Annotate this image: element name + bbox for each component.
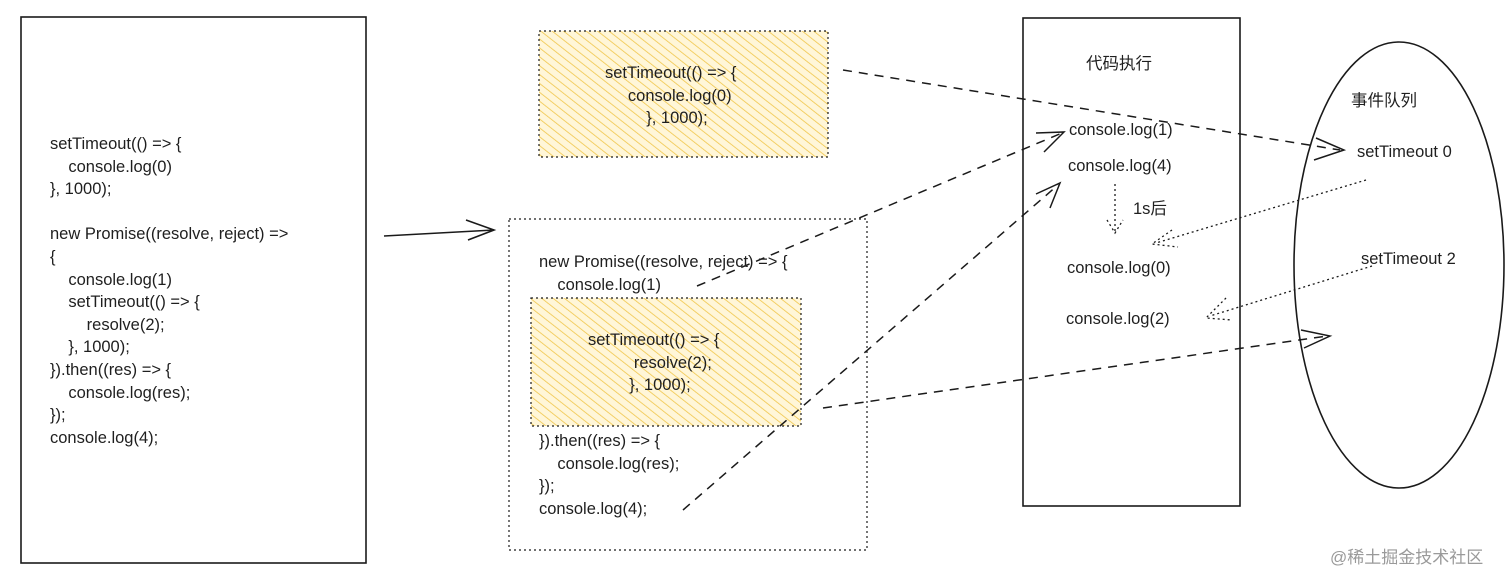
exec-item-log0: console.log(0)	[1067, 259, 1171, 277]
macro-task-2-line: setTimeout(() => {	[588, 331, 720, 349]
promise-code-line: console.log(1)	[539, 275, 661, 294]
source-code-line: new Promise((resolve, reject) =>	[50, 225, 289, 244]
macro-task-0-box	[538, 30, 829, 158]
arrow-log1-to-exec	[696, 131, 1066, 287]
source-code-line	[50, 201, 288, 224]
source-code-line: console.log(res);	[50, 383, 191, 402]
event-queue-title: 事件队列	[1351, 92, 1417, 110]
exec-item-log4: console.log(4)	[1068, 157, 1172, 175]
queue-item-timeout0: setTimeout 0	[1357, 143, 1452, 161]
decompose-arrow	[383, 219, 497, 241]
macro-task-2-line: resolve(2);	[588, 353, 712, 372]
arrow-macro2-to-queue	[822, 329, 1333, 409]
arrow-macro0-to-queue	[842, 69, 1347, 161]
source-code-line: setTimeout(() => {	[50, 135, 182, 153]
watermark: @稀土掘金技术社区	[1330, 548, 1484, 567]
macro-task-0-line: setTimeout(() => {	[605, 64, 737, 82]
promise-code-line: console.log(4);	[539, 499, 648, 518]
source-code-line: {	[50, 247, 56, 266]
promise-code-line: }).then((res) => {	[539, 432, 661, 450]
source-code-line: console.log(4);	[50, 428, 159, 447]
source-code-line: }).then((res) => {	[50, 360, 172, 379]
exec-item-log1: console.log(1)	[1069, 121, 1173, 139]
arrow-log4-to-exec	[682, 181, 1062, 511]
source-code-line: setTimeout(() => {	[50, 293, 200, 312]
execution-column-box	[1022, 17, 1241, 507]
exec-item-log2: console.log(2)	[1066, 310, 1170, 328]
promise-block-head: new Promise((resolve, reject) => { conso…	[539, 251, 788, 296]
source-code-box	[20, 16, 367, 564]
macro-task-0-code: setTimeout(() => { console.log(0) }, 100…	[605, 62, 736, 130]
source-code-line: }, 1000);	[50, 180, 112, 199]
promise-code-line: new Promise((resolve, reject) => {	[539, 253, 788, 271]
macro-task-2-code: setTimeout(() => { resolve(2); }, 1000);	[588, 329, 719, 397]
macro-task-2-box	[530, 297, 802, 427]
arrow-queue2-to-log2	[1204, 265, 1373, 321]
macro-task-0-line: }, 1000);	[605, 109, 708, 128]
arrow-queue0-to-log0	[1150, 179, 1367, 248]
promise-code-line: console.log(res);	[539, 454, 680, 473]
source-code-line: }, 1000);	[50, 338, 130, 357]
promise-code-line: });	[539, 477, 555, 496]
source-code: setTimeout(() => { console.log(0) }, 1000…	[50, 133, 288, 449]
source-code-line: console.log(0)	[50, 157, 172, 176]
source-code-line: });	[50, 406, 66, 425]
source-code-line: resolve(2);	[50, 315, 165, 334]
event-queue-ellipse	[1293, 41, 1505, 489]
macro-task-2-line: }, 1000);	[588, 376, 691, 395]
macro-task-0-line: console.log(0)	[605, 86, 732, 105]
delay-label: 1s后	[1133, 200, 1167, 218]
execution-column-title: 代码执行	[1086, 55, 1152, 73]
promise-block-tail: }).then((res) => { console.log(res);}); c…	[539, 430, 679, 520]
source-code-line: console.log(1)	[50, 270, 172, 289]
queue-item-timeout2: setTimeout 2	[1361, 250, 1456, 268]
delay-arrow	[1106, 184, 1124, 235]
